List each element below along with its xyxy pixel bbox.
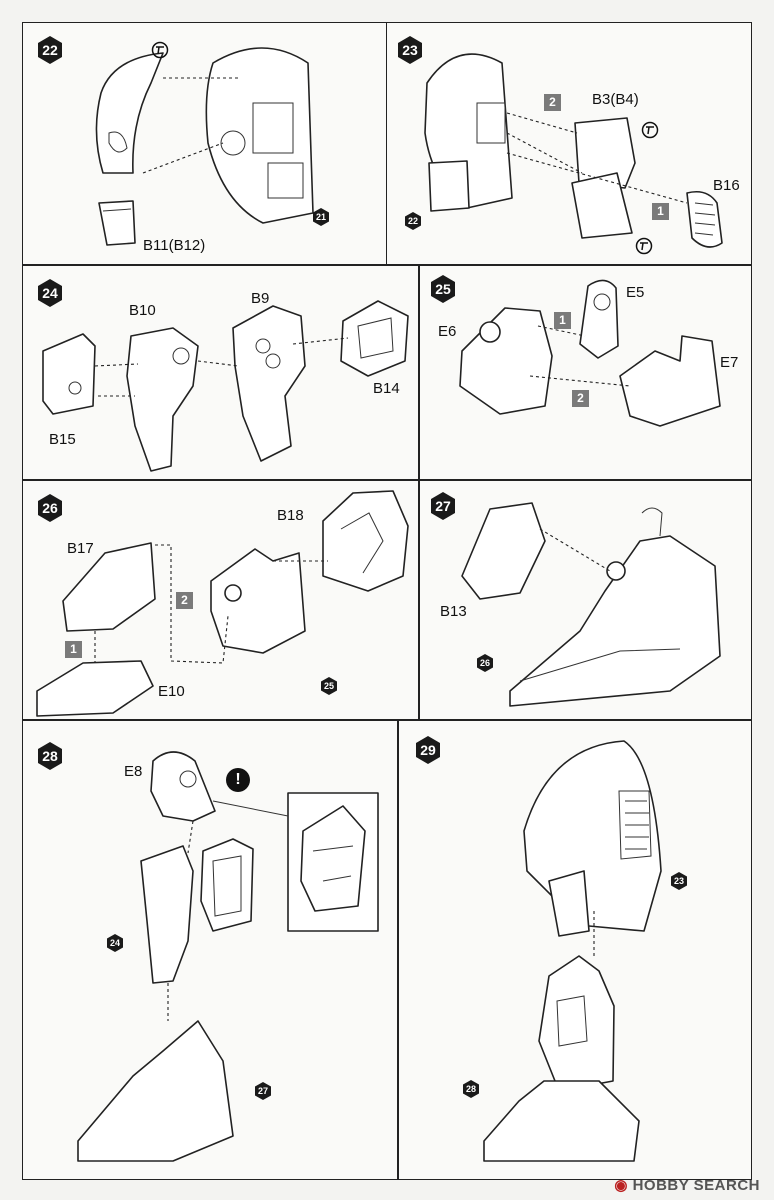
step-25-panel: 25 E5 E6 E7 1 2 [419,265,752,480]
step-27-badge: 27 [428,491,458,521]
order-marker-2: 2 [176,592,193,609]
step-28-illustration [77,751,379,1162]
step-27-panel: 27 B13 26 [419,480,752,720]
hobby-search-watermark: ◉ HOBBY SEARCH [614,1177,760,1194]
subassembly-ref-24: 24 [105,933,125,953]
subassembly-ref-23: 23 [669,871,689,891]
gate-trim-icon [151,41,169,59]
step-25-badge: 25 [428,274,458,304]
step-23-panel: 23 2 B3(B4) B16 1 22 [386,22,752,265]
order-marker-1: 1 [65,641,82,658]
part-label-b3-b4: B3(B4) [592,91,639,108]
exclamation-icon: ! [226,768,250,792]
part-label-b11-b12: B11(B12) [143,237,206,254]
part-label-b15: B15 [49,431,76,448]
step-29-badge: 29 [413,735,443,765]
order-marker-2: 2 [572,390,589,407]
part-label-e7: E7 [720,354,739,371]
subassembly-ref-28: 28 [461,1079,481,1099]
step-23-illustration [424,53,723,248]
part-label-b14: B14 [373,380,400,397]
part-label-b9: B9 [251,290,270,307]
step-22-illustration [95,47,314,246]
part-label-e6: E6 [438,323,457,340]
part-label-e8: E8 [124,763,143,780]
watermark-text: HOBBY SEARCH [632,1177,760,1194]
order-marker-2: 2 [544,94,561,111]
subassembly-ref-26: 26 [475,653,495,673]
step-27-illustration [461,502,721,707]
step-29-illustration [483,740,662,1162]
step-24-panel: 24 B10 B9 B15 B14 [22,265,419,480]
subassembly-ref-22: 22 [403,211,423,231]
step-26-panel: 26 B18 B17 E10 2 1 25 [22,480,419,720]
step-25-illustration [459,279,721,427]
part-label-b13: B13 [440,603,467,620]
step-22-panel: 22 B11(B12) 21 [22,22,388,265]
step-26-illustration [36,490,409,717]
part-label-b18: B18 [277,507,304,524]
gate-trim-icon [641,121,659,139]
part-label-b10: B10 [129,302,156,319]
part-label-b17: B17 [67,540,94,557]
step-24-badge: 24 [35,278,65,308]
order-marker-1: 1 [554,312,571,329]
part-label-e10: E10 [158,683,185,700]
step-26-badge: 26 [35,493,65,523]
step-28-panel: 28 E8 ! 24 27 [22,720,398,1180]
step-22-badge: 22 [35,35,65,65]
subassembly-ref-25: 25 [319,676,339,696]
part-label-b16: B16 [713,177,740,194]
step-29-panel: 29 23 28 [398,720,752,1180]
gate-trim-icon [635,237,653,255]
step-23-badge: 23 [395,35,425,65]
subassembly-ref-21: 21 [311,207,331,227]
step-28-badge: 28 [35,741,65,771]
subassembly-ref-27: 27 [253,1081,273,1101]
order-marker-1: 1 [652,203,669,220]
step-24-illustration [42,300,409,472]
part-label-e5: E5 [626,284,645,301]
